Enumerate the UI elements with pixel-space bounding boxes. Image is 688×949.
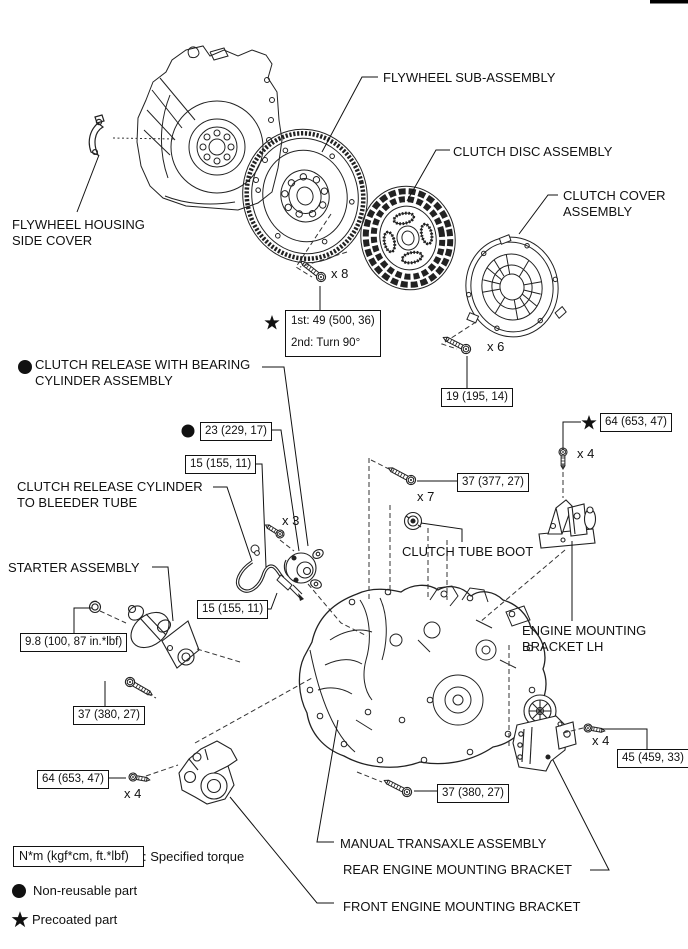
count-flywheel-bolts: x 8	[331, 266, 349, 281]
torque-box-tube-lower: 15 (155, 11)	[197, 600, 269, 619]
torque-box-front-bracket: 64 (653, 47)	[37, 770, 110, 789]
legend-torque-desc: : Specified torque	[143, 849, 245, 864]
flywheel-bolt	[297, 257, 329, 285]
label-rear-engine-mounting-bracket: REAR ENGINE MOUNTING BRACKET	[343, 862, 572, 877]
precoated-star-icon	[581, 415, 597, 430]
front-bracket-bolt	[127, 771, 151, 785]
rear-lower-bolt	[381, 775, 414, 799]
torque-box-lh-bracket: 64 (653, 47)	[600, 413, 673, 432]
label-flywheel-sub-assembly: FLYWHEEL SUB-ASSEMBLY	[383, 70, 556, 85]
side-cover-drawing	[88, 114, 105, 157]
label-clutch-cover-assembly: CLUTCH COVER ASSEMBLY	[563, 188, 666, 219]
transaxle-bolt	[385, 463, 418, 487]
starter-drawing	[127, 604, 200, 669]
clutch-disc-drawing	[360, 185, 456, 291]
label-clutch-disc-assembly: CLUTCH DISC ASSEMBLY	[453, 144, 613, 159]
count-lh-bracket-bolts: x 4	[577, 446, 595, 461]
label-bleeder-tube: CLUTCH RELEASE CYLINDER TO BLEEDER TUBE	[17, 479, 203, 510]
label-engine-mounting-bracket-lh: ENGINE MOUNTING BRACKET LH	[522, 623, 647, 654]
non-reusable-dot-icon	[181, 424, 195, 438]
symbols	[11, 315, 597, 928]
page-edge-mark	[650, 0, 688, 4]
clutch-cover-bolt	[440, 332, 473, 356]
transaxle-bolt-heads	[306, 588, 536, 764]
front-bracket-drawing	[178, 740, 238, 805]
legend-precoated: Precoated part	[32, 912, 118, 927]
torque-box-flywheel: 1st: 49 (500, 36) 2nd: Turn 90°	[285, 310, 381, 357]
precoated-star-icon	[11, 911, 29, 928]
legend-torque-unit-box: N*m (kgf*cm, ft.*lbf)	[13, 846, 144, 867]
label-manual-transaxle-assembly: MANUAL TRANSAXLE ASSEMBLY	[340, 836, 547, 851]
starter-nut-drawing	[88, 600, 102, 614]
torque-box-transaxle: 37 (377, 27)	[457, 473, 530, 492]
label-clutch-tube-boot: CLUTCH TUBE BOOT	[402, 544, 534, 559]
count-clutch-cover-bolts: x 6	[487, 339, 505, 354]
lh-bracket-drawing	[538, 499, 597, 549]
torque-box-union: 23 (229, 17)	[200, 422, 273, 441]
leader-lines	[73, 76, 648, 904]
count-front-bracket-bolts: x 4	[124, 786, 142, 801]
label-starter-assembly: STARTER ASSEMBLY	[8, 560, 140, 575]
label-flywheel-housing-side-cover: FLYWHEEL HOUSING SIDE COVER	[12, 217, 145, 248]
non-reusable-dot-icon	[12, 884, 26, 898]
count-transaxle-bolts: x 7	[417, 489, 435, 504]
release-cylinder-drawing	[283, 549, 324, 589]
engine-block-drawing	[136, 45, 283, 211]
alignment-dashed-lines	[99, 137, 584, 783]
torque-box-starter-nut: 9.8 (100, 87 in.*lbf)	[20, 633, 128, 652]
clutch-tube-boot-drawing	[403, 511, 423, 531]
count-release-cylinder-bolts: x 3	[282, 513, 300, 528]
precoated-star-icon	[264, 315, 280, 330]
torque-box-rear-lower: 37 (380, 27)	[437, 784, 510, 803]
clutch-cover-drawing	[465, 234, 567, 338]
torque-box-rear-bracket: 45 (459, 33)	[617, 749, 688, 768]
diaphragm-fingers	[482, 254, 542, 320]
torque-box-tube-upper: 15 (155, 11)	[185, 455, 257, 474]
bleeder-tube-drawing	[235, 544, 304, 601]
rear-bracket-drawing	[512, 694, 577, 772]
flywheel-drawing	[242, 128, 368, 264]
torque-box-clutch-cover: 19 (195, 14)	[441, 388, 514, 407]
non-reusable-dot-icon	[18, 360, 32, 374]
transaxle-drawing	[298, 584, 547, 768]
label-front-engine-mounting-bracket: FRONT ENGINE MOUNTING BRACKET	[343, 899, 581, 914]
legend-non-reusable: Non-reusable part	[33, 883, 138, 898]
label-clutch-release-assembly: CLUTCH RELEASE WITH BEARING CYLINDER ASS…	[35, 357, 251, 388]
count-rear-bracket-bolts: x 4	[592, 733, 610, 748]
torque-box-starter-bolt: 37 (380, 27)	[73, 706, 146, 725]
